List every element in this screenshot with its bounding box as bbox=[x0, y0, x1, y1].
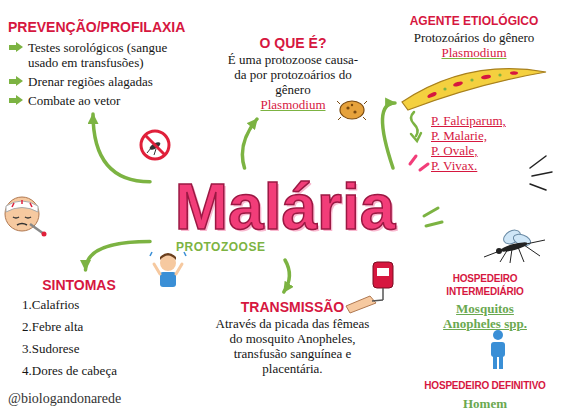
heading: O QUE É? bbox=[225, 34, 361, 52]
body-text: Mosquitos Anopheles spp. bbox=[430, 301, 540, 331]
definition-box: O QUE É?É uma protozoose causa- da por p… bbox=[221, 28, 365, 119]
curved-arrow bbox=[86, 242, 151, 270]
heading: HOSPEDEIRO INTERMEDIÁRIO bbox=[414, 272, 556, 298]
heading: AGENTE ETIOLÓGICO bbox=[399, 12, 549, 30]
protozoan-illustration bbox=[337, 101, 367, 120]
heading: TRANSMISSÃO bbox=[209, 298, 376, 316]
wavy-pointer bbox=[411, 112, 421, 141]
transmission-box: TRANSMISSÃOAtravés da picada das fêmeas … bbox=[205, 292, 380, 382]
body-text: Plasmodium bbox=[225, 97, 361, 113]
body-text: Combate ao vetor bbox=[8, 93, 178, 108]
curved-arrow bbox=[93, 114, 150, 182]
body-text: Drenar regiões alagadas bbox=[8, 74, 178, 89]
plasmodium-illustration bbox=[402, 69, 546, 110]
blood-transfusion-icon bbox=[346, 262, 393, 313]
body-text: Plasmodium bbox=[399, 45, 549, 61]
body-text: Através da picada das fêmeas do mosquito… bbox=[209, 316, 376, 376]
prevention-box: PREVENÇÃO/PROFILAXIA Testes sorológicos (… bbox=[4, 12, 182, 114]
body-text: P. Ovale, bbox=[399, 143, 549, 158]
symptoms-box: SINTOMAS1.Calafrios2.Febre alta3.Sudores… bbox=[14, 270, 144, 388]
body-text: 2.Febre alta bbox=[18, 316, 140, 338]
host-box: HOSPEDEIRO INTERMEDIÁRIO Mosquitos Anophe… bbox=[410, 266, 560, 337]
heading: PREVENÇÃO/PROFILAXIA bbox=[8, 18, 178, 36]
host-box: HOSPEDEIRO DEFINITIVO Homem bbox=[410, 373, 560, 417]
emphasis-rays bbox=[530, 156, 552, 190]
body-text: 4.Dores de cabeça bbox=[18, 360, 140, 382]
heading: SINTOMAS bbox=[18, 276, 140, 294]
mosquito-icon bbox=[484, 227, 545, 263]
body-text: 1.Calafrios bbox=[18, 294, 140, 316]
body-text: Testes sorológicos (sangue usado em tran… bbox=[8, 40, 178, 70]
body-text: P. Malarie, bbox=[399, 128, 549, 143]
body-text: Protozoários do gênero bbox=[399, 30, 549, 45]
sick-face-icon bbox=[5, 197, 47, 237]
body-text: 3.Sudorese bbox=[18, 338, 140, 360]
curved-arrow bbox=[382, 103, 395, 168]
agent-box: AGENTE ETIOLÓGICOProtozoários do gêneroP… bbox=[395, 6, 553, 179]
curved-arrow bbox=[284, 260, 290, 292]
body-text: Homem bbox=[430, 396, 540, 411]
curved-arrow bbox=[242, 119, 257, 168]
person-icon bbox=[491, 330, 505, 369]
body-text: P. Vivax. bbox=[399, 158, 549, 173]
heading: HOSPEDEIRO DEFINITIVO bbox=[414, 379, 556, 392]
body-text: É uma protozoose causa- da por protozoár… bbox=[225, 52, 361, 97]
central-topic: MaláriaPROTOZOOSE bbox=[150, 168, 420, 260]
heading: Malária bbox=[154, 174, 416, 240]
sick-child-icon bbox=[150, 252, 186, 287]
watermark: @biologandonarede bbox=[8, 391, 121, 407]
body-text: PROTOZOOSE bbox=[176, 240, 416, 254]
body-text: P. Falciparum, bbox=[399, 113, 549, 128]
no-mosquito-sign bbox=[141, 131, 169, 159]
